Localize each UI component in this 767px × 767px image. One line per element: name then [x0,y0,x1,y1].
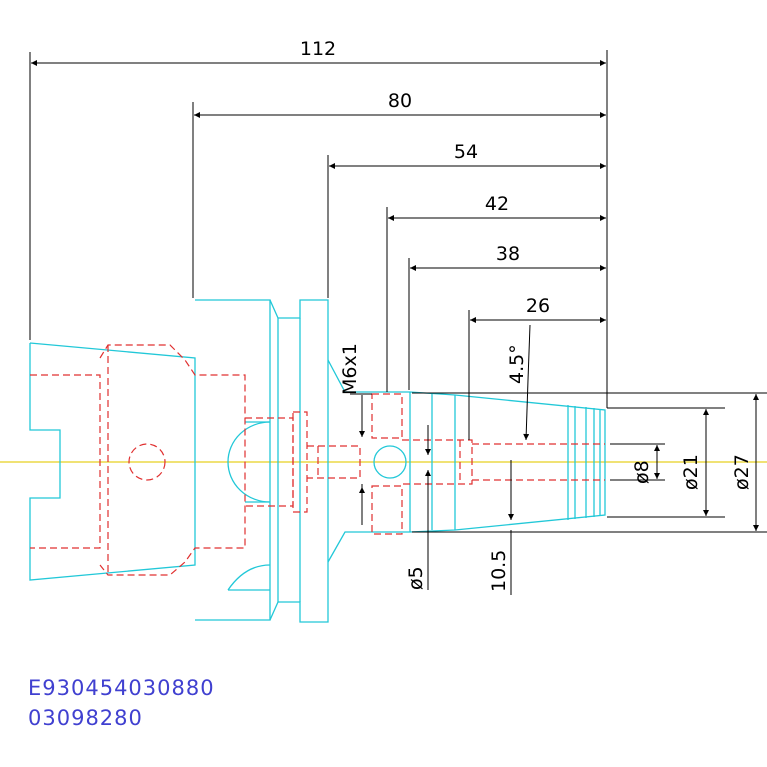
dim-label-taper-angle: 4.5° [506,344,528,384]
dim-label-d8: ø8 [631,460,653,484]
dim-label-112: 112 [300,38,336,60]
holder-outline [29,299,606,623]
dim-label-54: 54 [454,141,478,163]
dim-label-thread: M6x1 [339,343,361,395]
drawing-number: 03098280 [28,706,143,730]
dim-label-d21: ø21 [680,454,702,490]
dimension-lines [29,50,767,595]
part-number: E930454030880 [28,676,215,700]
dim-label-d5: ø5 [405,566,427,590]
dim-label-42: 42 [485,193,509,215]
dim-label-38: 38 [496,243,520,265]
hidden-lines [30,344,605,576]
dim-label-10-5: 10.5 [488,550,510,592]
dim-label-80: 80 [388,90,412,112]
dim-label-26: 26 [526,295,550,317]
dim-label-d27: ø27 [731,454,753,490]
